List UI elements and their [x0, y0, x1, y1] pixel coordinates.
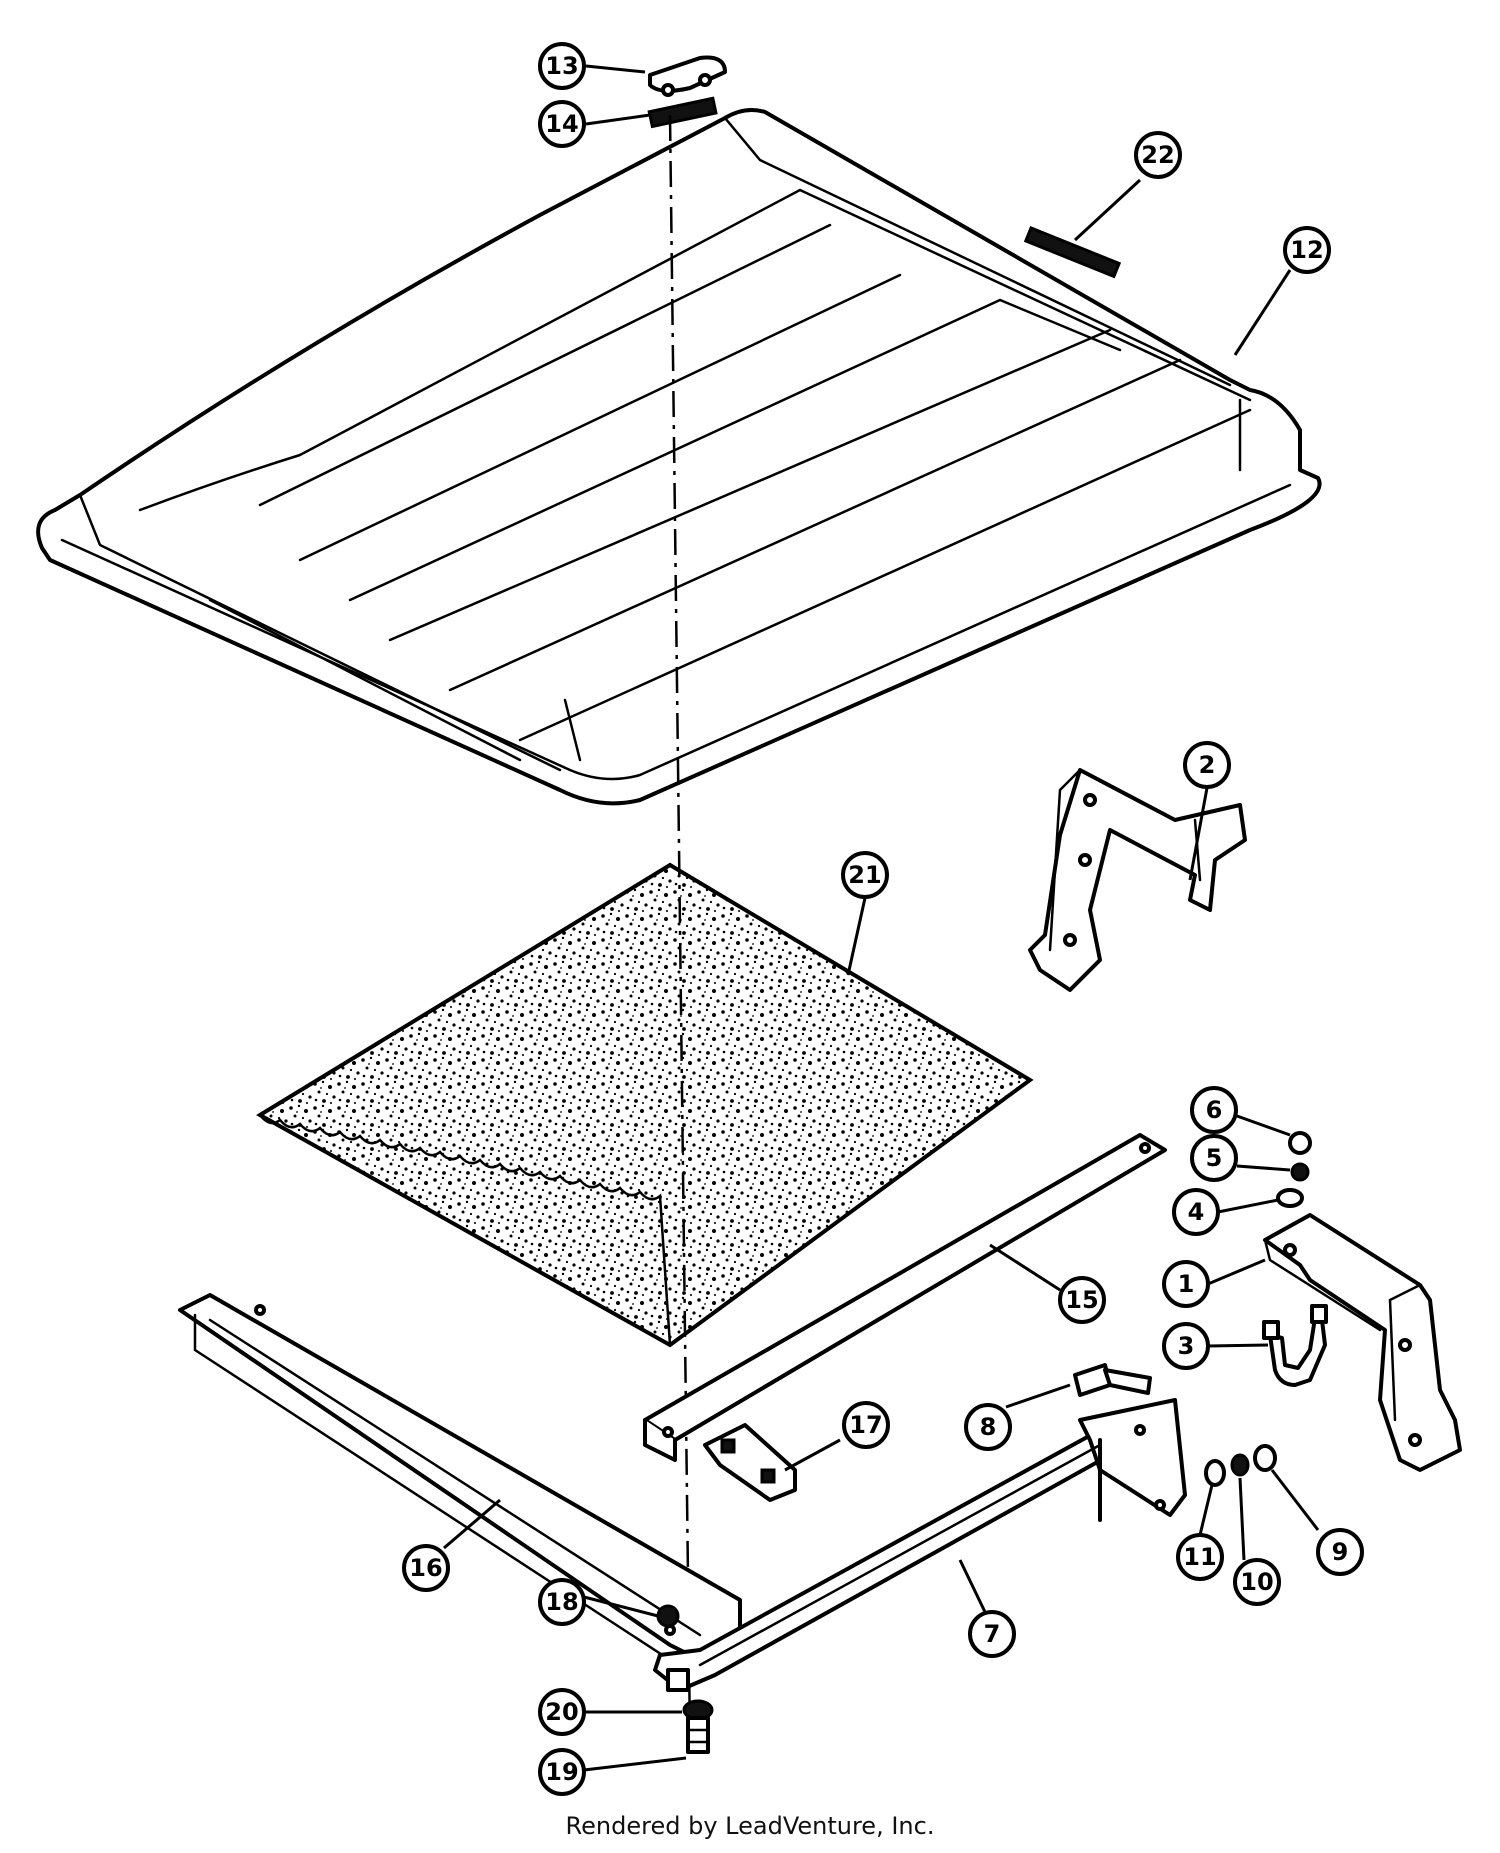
right-bracket — [1028, 768, 1247, 992]
top-clamp-plate — [648, 55, 727, 97]
callout-10: 10 — [1233, 1558, 1281, 1606]
bolt-8 — [1073, 1363, 1152, 1397]
side-rail — [178, 1293, 742, 1662]
callout-7-label: 7 — [984, 1620, 1001, 1648]
callout-18: 18 — [538, 1578, 586, 1626]
support-arm — [653, 1398, 1187, 1692]
callout-18-label: 18 — [545, 1588, 578, 1616]
callout-19-label: 19 — [545, 1758, 578, 1786]
callout-4: 4 — [1172, 1188, 1220, 1236]
callout-11: 11 — [1176, 1533, 1224, 1581]
callout-22: 22 — [1134, 131, 1182, 179]
foam-pad — [256, 862, 1034, 1348]
callout-21: 21 — [841, 851, 889, 899]
callout-17: 17 — [842, 1401, 890, 1449]
top-pad — [647, 96, 718, 129]
flat-washer-4 — [1276, 1188, 1304, 1208]
leader-lines — [443, 64, 1320, 1772]
callout-2-label: 2 — [1199, 751, 1216, 779]
front-rail — [643, 1133, 1167, 1462]
callout-8-label: 8 — [980, 1413, 997, 1441]
callout-12-label: 12 — [1290, 236, 1323, 264]
callout-15-label: 15 — [1065, 1286, 1098, 1314]
callout-14-label: 14 — [545, 110, 578, 138]
callout-11-label: 11 — [1183, 1543, 1216, 1571]
u-bolt — [1262, 1304, 1328, 1387]
roof-rubber-strip — [1023, 225, 1122, 279]
callout-17-label: 17 — [849, 1411, 882, 1439]
roof-canopy — [36, 108, 1322, 806]
callout-9-label: 9 — [1332, 1538, 1349, 1566]
left-bracket — [1263, 1213, 1462, 1472]
rail-clamp — [703, 1423, 797, 1502]
callout-6: 6 — [1190, 1086, 1238, 1134]
callout-22-label: 22 — [1141, 141, 1174, 169]
callout-5: 5 — [1190, 1134, 1238, 1182]
flat-washer-11 — [1204, 1459, 1226, 1487]
callout-15: 15 — [1058, 1276, 1106, 1324]
callout-5-label: 5 — [1206, 1144, 1223, 1172]
callout-9: 9 — [1316, 1528, 1364, 1576]
callout-4-label: 4 — [1188, 1198, 1205, 1226]
callout-14: 14 — [538, 100, 586, 148]
callout-7: 7 — [968, 1610, 1016, 1658]
callout-12: 12 — [1283, 226, 1331, 274]
bolt-19 — [686, 1716, 710, 1754]
callout-21-label: 21 — [848, 861, 881, 889]
callout-20-label: 20 — [545, 1698, 578, 1726]
callout-8: 8 — [964, 1403, 1012, 1451]
callout-3-label: 3 — [1178, 1332, 1195, 1360]
callout-2: 2 — [1183, 741, 1231, 789]
callout-13: 13 — [538, 42, 586, 90]
callout-20: 20 — [538, 1688, 586, 1736]
nut-9 — [1253, 1444, 1277, 1472]
callout-19: 19 — [538, 1748, 586, 1796]
render-credit: Rendered by LeadVenture, Inc. — [565, 1812, 935, 1840]
callout-16: 16 — [402, 1544, 450, 1592]
callout-10-label: 10 — [1240, 1568, 1273, 1596]
callout-13-label: 13 — [545, 52, 578, 80]
callout-3: 3 — [1162, 1322, 1210, 1370]
nut-18 — [656, 1604, 680, 1628]
callout-6-label: 6 — [1206, 1096, 1223, 1124]
callout-16-label: 16 — [409, 1554, 442, 1582]
lock-washer-5 — [1290, 1162, 1310, 1182]
callout-1: 1 — [1162, 1260, 1210, 1308]
alignment-centerline — [668, 114, 692, 1741]
callout-1-label: 1 — [1178, 1270, 1195, 1298]
nut-6 — [1288, 1131, 1312, 1155]
lock-washer-10 — [1230, 1453, 1250, 1477]
foam-pad-edge — [258, 1113, 672, 1347]
